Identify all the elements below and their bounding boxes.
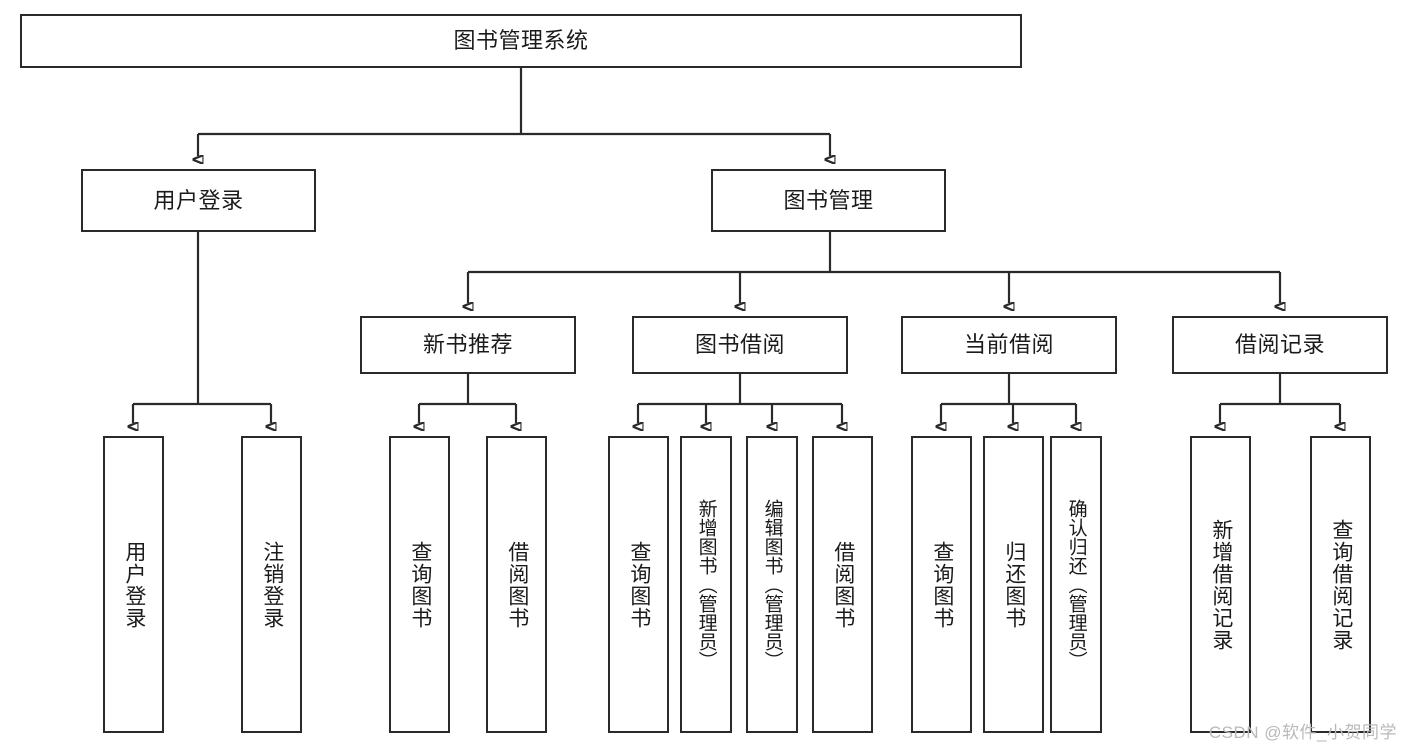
leaf-node[interactable]: 用户登录: [103, 436, 164, 733]
leaf-node[interactable]: 查询图书: [608, 436, 669, 733]
leaf-node[interactable]: 新增借阅记录: [1190, 436, 1251, 733]
leaf-node-label: 编辑图书（管理员）: [761, 499, 783, 670]
leaf-node[interactable]: 编辑图书（管理员）: [746, 436, 798, 733]
node-book-management-label: 图书管理: [783, 187, 874, 213]
csdn-watermark: CSDN @软件_小贺同学: [1208, 723, 1397, 742]
leaf-node-label: 查询图书: [930, 540, 954, 629]
node-current-borrow[interactable]: 当前借阅: [901, 316, 1117, 374]
leaf-node[interactable]: 注销登录: [241, 436, 302, 733]
node-book-borrow-label: 图书借阅: [694, 332, 785, 358]
leaf-node[interactable]: 查询图书: [389, 436, 450, 733]
leaf-node-label: 借阅图书: [831, 540, 855, 629]
leaf-node-label: 确认归还（管理员）: [1065, 499, 1087, 670]
node-new-book-recommend[interactable]: 新书推荐: [360, 316, 576, 374]
leaf-node-label: 用户登录: [122, 540, 146, 629]
edge-current-borrow-to-leaves: [941, 374, 1076, 423]
leaf-node[interactable]: 新增图书（管理员）: [680, 436, 732, 733]
node-root-system-label: 图书管理系统: [453, 28, 589, 54]
leaf-node-label: 借阅图书: [505, 540, 529, 629]
edge-borrow-record-to-leaves: [1220, 374, 1340, 423]
leaf-node-label: 新增图书（管理员）: [695, 499, 717, 670]
node-root-system[interactable]: 图书管理系统: [20, 14, 1022, 68]
leaf-node[interactable]: 查询借阅记录: [1310, 436, 1371, 733]
leaf-node[interactable]: 归还图书: [983, 436, 1044, 733]
node-current-borrow-label: 当前借阅: [963, 332, 1054, 358]
leaf-node-label: 归还图书: [1002, 540, 1026, 629]
leaf-node-label: 查询借阅记录: [1329, 518, 1353, 651]
node-book-management[interactable]: 图书管理: [711, 169, 946, 232]
node-borrow-record[interactable]: 借阅记录: [1172, 316, 1388, 374]
leaf-node[interactable]: 借阅图书: [812, 436, 873, 733]
leaf-node-label: 注销登录: [260, 540, 284, 629]
leaf-node[interactable]: 借阅图书: [486, 436, 547, 733]
node-user-login-label: 用户登录: [153, 187, 244, 213]
node-book-borrow[interactable]: 图书借阅: [632, 316, 848, 374]
edge-book-mgmt-to-level3: [468, 232, 1280, 303]
edge-new-book-to-leaves: [419, 374, 516, 423]
edge-borrow-to-leaves: [638, 374, 842, 423]
leaf-node[interactable]: 查询图书: [911, 436, 972, 733]
edge-root-to-level2: [198, 68, 830, 156]
leaf-node-label: 新增借阅记录: [1209, 518, 1233, 651]
leaf-node[interactable]: 确认归还（管理员）: [1050, 436, 1102, 733]
node-user-login[interactable]: 用户登录: [81, 169, 316, 232]
edge-user-login-to-leaves: [133, 232, 271, 423]
node-new-book-recommend-label: 新书推荐: [422, 332, 513, 358]
node-borrow-record-label: 借阅记录: [1234, 332, 1325, 358]
leaf-node-label: 查询图书: [408, 540, 432, 629]
leaf-node-label: 查询图书: [627, 540, 651, 629]
